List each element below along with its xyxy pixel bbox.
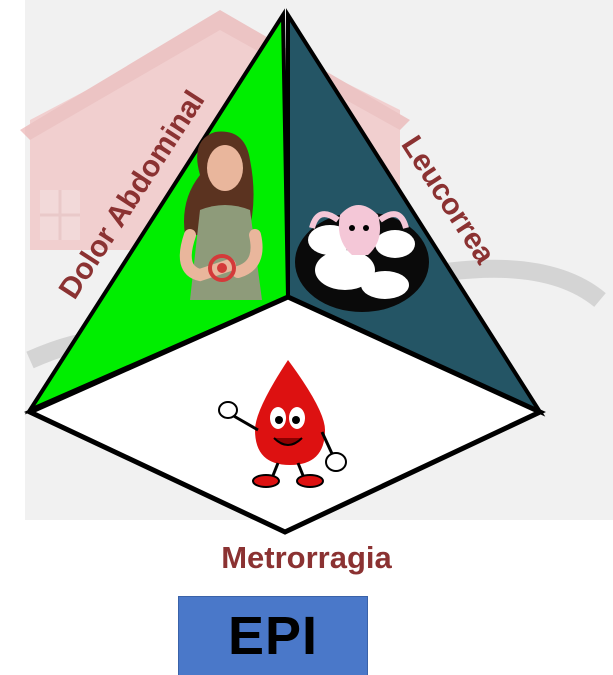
label-metrorragia: Metrorragia	[0, 540, 613, 576]
epi-badge-label: EPI	[228, 605, 318, 667]
epi-badge: EPI	[178, 596, 368, 675]
